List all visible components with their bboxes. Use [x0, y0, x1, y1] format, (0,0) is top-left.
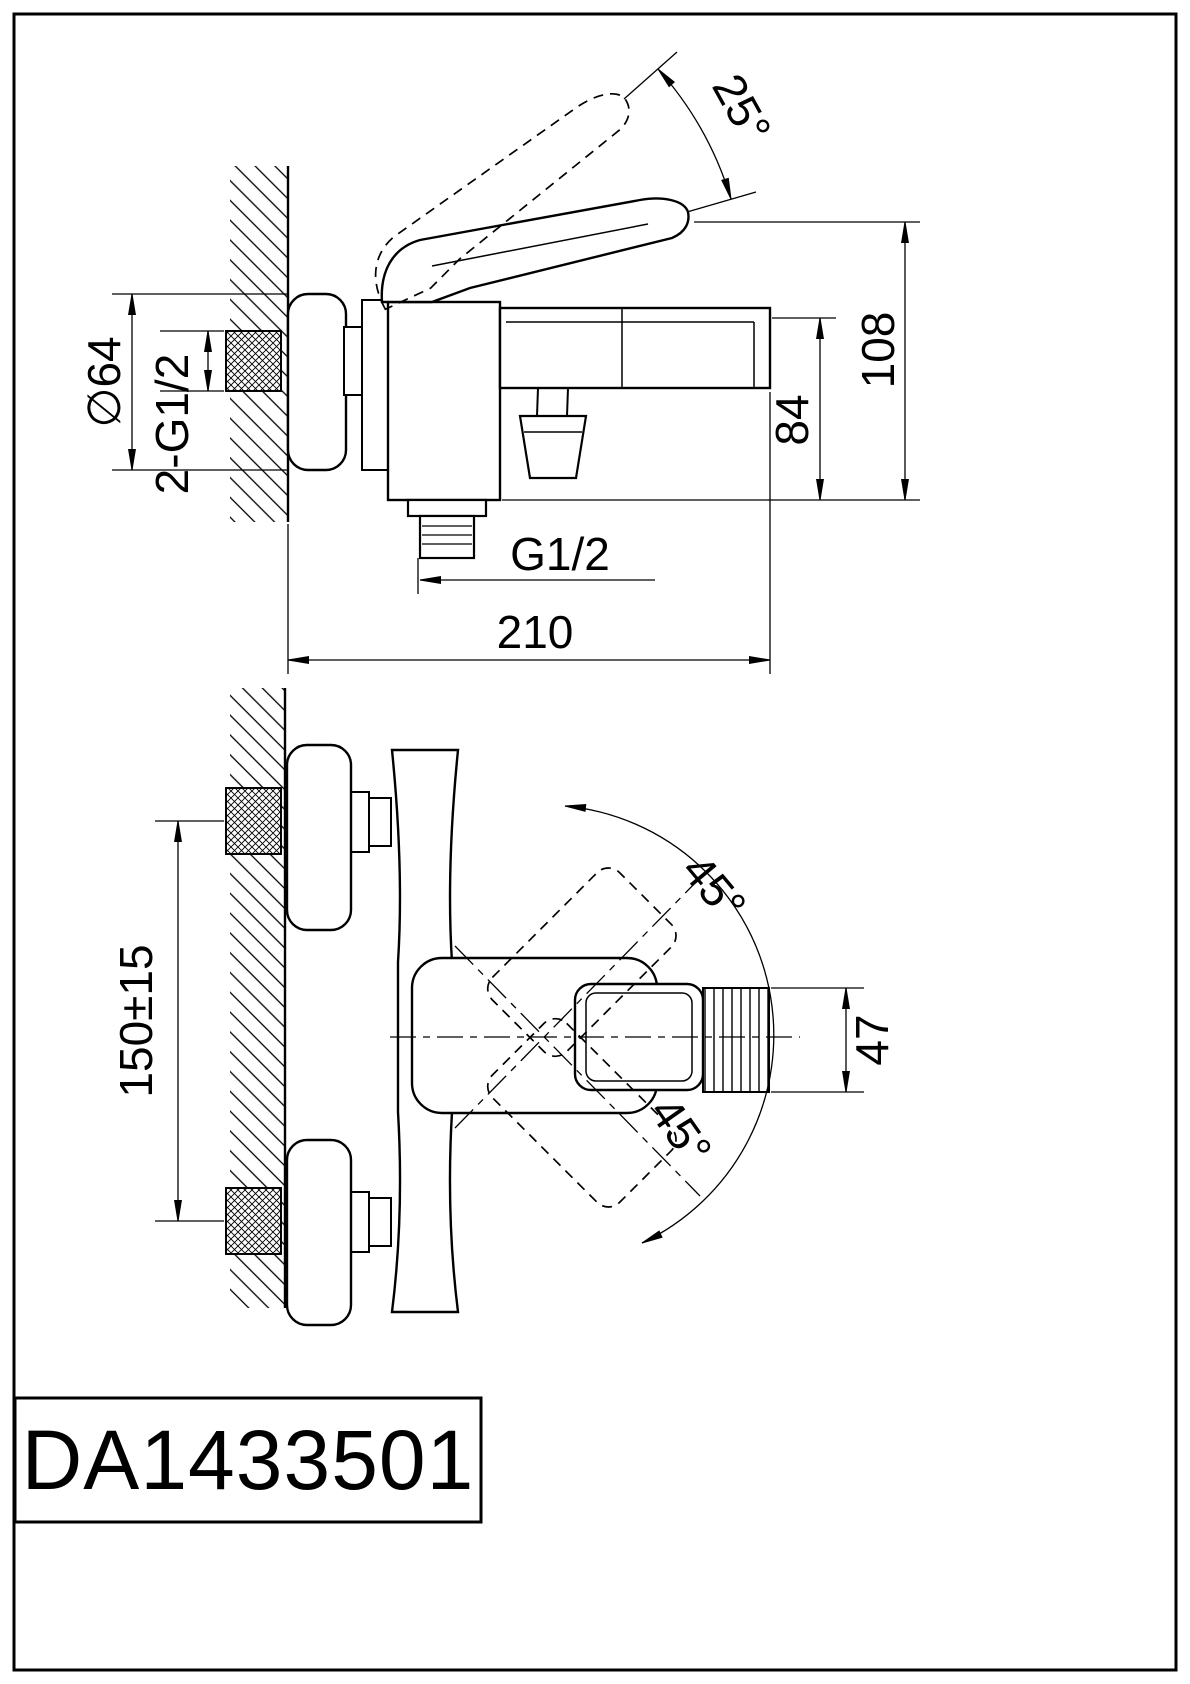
- spout: [498, 306, 772, 390]
- faucet-body: [386, 300, 502, 502]
- union-nut: [343, 326, 363, 396]
- handle-detail-line: [431, 223, 649, 267]
- escutcheon-flange-top: [285, 743, 353, 932]
- dim-label-swing-upper: 45°: [672, 844, 757, 931]
- union-nut: [350, 791, 370, 853]
- angle-extension-line: [686, 191, 757, 213]
- drawing-border: [12, 12, 1178, 1672]
- dim-label-overall-depth: 210: [497, 606, 574, 658]
- outlet-flange: [406, 498, 488, 518]
- dim-label-inlet-centers: 150±15: [110, 944, 162, 1097]
- dim-label-escutcheon-diameter: ∅64: [78, 336, 130, 427]
- outlet-nipple: [418, 514, 476, 560]
- union-nut: [350, 1191, 370, 1253]
- dim-label-handle-width: 47: [846, 1014, 898, 1065]
- side-view: 25° ∅64 2-G1/2 108 84 G1/2: [78, 51, 920, 674]
- handle-lever: [380, 197, 690, 304]
- inlet-thread-knurl-top: [225, 787, 282, 855]
- dim-label-handle-angle: 25°: [702, 65, 781, 151]
- dim-label-wall-inlet-threads: 2-G1/2: [146, 354, 198, 495]
- diverter-neck-right: [566, 387, 569, 417]
- dim-label-overall-height: 108: [852, 312, 904, 389]
- side-view-dimensions: 25° ∅64 2-G1/2 108 84 G1/2: [78, 51, 920, 674]
- union-nut: [368, 797, 392, 847]
- grip-end-knurl: [702, 987, 770, 1093]
- escutcheon-flange: [286, 292, 348, 472]
- title-block-frame: [13, 1396, 483, 1524]
- title-block: DA1433501: [13, 1396, 483, 1524]
- inlet-thread-knurl-bottom: [225, 1187, 282, 1255]
- escutcheon-flange-bottom: [285, 1138, 353, 1327]
- diverter-knob: [518, 414, 588, 480]
- dim-label-spout-height: 84: [766, 394, 818, 445]
- handle-raised-outline: [374, 93, 630, 311]
- angle-extension-line: [623, 51, 678, 100]
- part-number: DA1433501: [22, 1413, 475, 1507]
- inlet-thread-knurl: [225, 330, 282, 392]
- union-nut: [368, 1197, 392, 1247]
- diverter-neck-left: [536, 387, 539, 417]
- swing-arc: [564, 803, 775, 1244]
- dim-label-outlet-thread: G1/2: [510, 528, 610, 580]
- front-view: 45° 45° 47 150±15: [110, 688, 898, 1327]
- angle-arc-25: [657, 68, 732, 200]
- body-backplate: [361, 299, 391, 471]
